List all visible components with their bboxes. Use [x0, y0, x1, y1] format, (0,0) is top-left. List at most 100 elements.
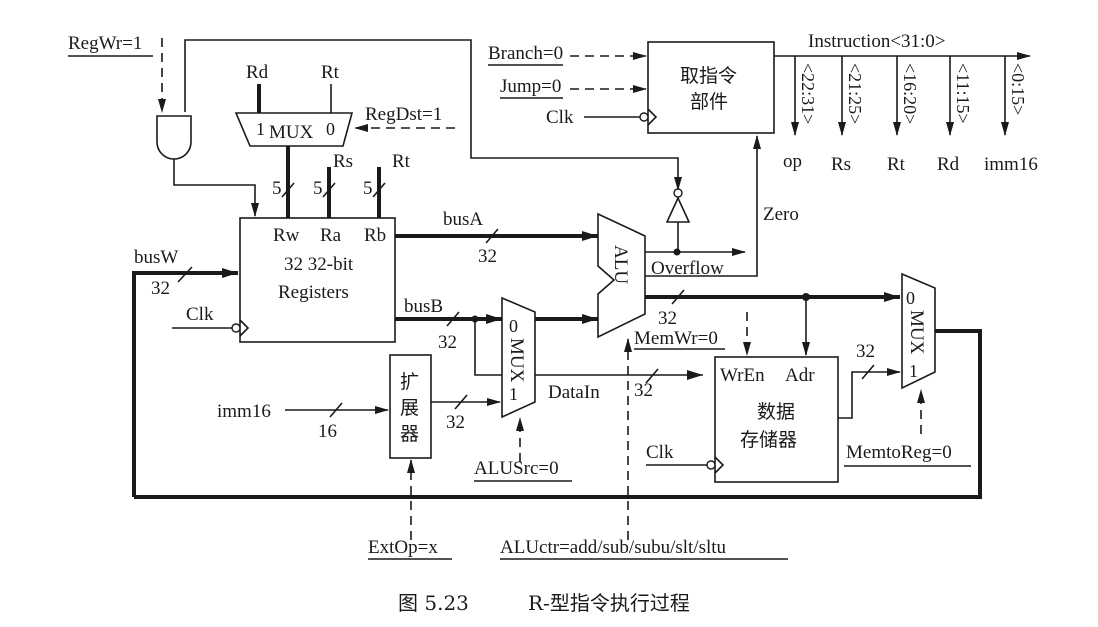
register-file: Rw Ra Rb 32 32-bit Registers — [231, 217, 396, 343]
alu-result-arrow-icon — [884, 292, 900, 302]
field-rt-label: Rt — [887, 154, 906, 175]
width-marks-5: 5 5 5 — [272, 178, 386, 199]
regdst-label: RegDst=1 — [365, 104, 442, 125]
busw-width-mark — [177, 266, 193, 283]
field-rs-label: Rs — [831, 154, 851, 175]
mux-input0-label: 0 — [326, 119, 335, 139]
field-imm16-label: imm16 — [984, 154, 1038, 175]
rw-port-label: Rw — [273, 225, 300, 246]
busa-arrow-icon — [582, 231, 598, 241]
mux-input1-label: 1 — [909, 361, 918, 381]
rb-port-label: Rb — [364, 225, 386, 246]
rs-label: Rs — [333, 151, 353, 172]
rt-label: Rt — [321, 62, 340, 83]
regfile-label-1: 32 32-bit — [284, 254, 354, 275]
imm16-width-mark — [329, 402, 343, 418]
alu-result-width-mark — [671, 289, 685, 305]
dmem-out-wire — [838, 368, 901, 419]
alu-result-width-label: 32 — [658, 308, 677, 329]
field-rt-bits: <16:20> — [900, 63, 920, 124]
field-op-bits: <22:31> — [798, 63, 818, 124]
field-imm16-bits: <0:15> — [1008, 63, 1028, 115]
svg-text:展: 展 — [400, 397, 419, 419]
datain-wire — [474, 319, 703, 376]
dmem-label-2: 存储器 — [740, 429, 797, 451]
zero-label: Zero — [763, 204, 799, 225]
rt-label-2: Rt — [392, 151, 411, 172]
data-memory: WrEn Adr 数据 存储器 — [706, 356, 839, 483]
imm16-input-label: imm16 — [217, 401, 271, 422]
and-gate — [156, 115, 192, 160]
busa-label: busA — [443, 209, 483, 230]
overflow-label: Overflow — [651, 258, 724, 279]
busb-label: busB — [404, 296, 443, 317]
zero-wire — [645, 135, 761, 277]
figure-title: R-型指令执行过程 — [528, 591, 690, 615]
busw-label: busW — [134, 247, 178, 268]
instruction-fields: <22:31> <21:25> <16:20> <11:15> <0:15> o… — [783, 56, 1038, 175]
wren-port-label: WrEn — [720, 365, 765, 386]
clock-invert-bubble-icon — [231, 323, 241, 333]
alusrc-mux: 0 MUX 1 — [501, 296, 536, 419]
field-rd-label: Rd — [937, 154, 960, 175]
busa-width-mark — [485, 228, 499, 244]
field-op-label: op — [783, 151, 802, 172]
svg-text:5: 5 — [272, 178, 282, 199]
extender: 扩 展 器 — [389, 354, 432, 459]
dmem-label-1: 数据 — [757, 401, 795, 423]
ext-width-label: 32 — [446, 412, 465, 433]
and-to-rw-enable-wire — [173, 159, 259, 217]
fetch-clk-label: Clk — [546, 107, 574, 128]
not-gate — [665, 188, 691, 252]
alusrc-label: ALUSrc=0 — [474, 458, 559, 479]
ra-port-label: Ra — [320, 225, 342, 246]
mux-label: MUX — [506, 338, 527, 383]
regwr-signal: RegWr=1 — [68, 33, 166, 113]
busw-wire — [132, 271, 238, 497]
writeback-wire — [134, 329, 982, 499]
rd-label: Rd — [246, 62, 269, 83]
clock-edge-icon — [714, 456, 725, 474]
mux-input1-label: 1 — [509, 384, 518, 404]
regdst-mux: 1 MUX 0 — [234, 112, 354, 147]
datain-arrow-icon — [687, 370, 703, 380]
busa-width-label: 32 — [478, 246, 497, 267]
svg-text:5: 5 — [363, 178, 373, 199]
datain-width-label: 32 — [634, 380, 653, 401]
regfile-clk-label: Clk — [186, 304, 214, 325]
dmem-out-width-mark — [861, 364, 875, 380]
jump-label: Jump=0 — [500, 76, 561, 97]
fetch-label-2: 部件 — [690, 91, 728, 113]
busb-width-mark — [446, 311, 460, 327]
instruction-bus-label: Instruction<31:0> — [808, 31, 946, 52]
branch-label: Branch=0 — [488, 43, 563, 64]
overflow-feedback-wire — [184, 39, 682, 191]
clock-invert-bubble-icon — [639, 112, 649, 122]
figure-number: 图 5.23 — [398, 591, 469, 615]
adr-port-label: Adr — [785, 365, 815, 386]
regfile-label-2: Registers — [278, 282, 349, 303]
invert-bubble-icon — [673, 188, 683, 198]
field-rs-bits: <21:25> — [845, 63, 865, 124]
overflow-junction-dot — [673, 248, 681, 256]
datain-width-mark — [645, 368, 659, 384]
svg-text:器: 器 — [400, 423, 419, 445]
mux-input0-label: 0 — [906, 288, 915, 308]
mux-input0-label: 0 — [509, 316, 518, 336]
alu: ALU — [597, 212, 646, 339]
dmem-out-width-label: 32 — [856, 341, 875, 362]
busb-arrow-icon — [486, 314, 502, 324]
imm16-width-label: 16 — [318, 421, 337, 442]
extop-label: ExtOp=x — [368, 537, 438, 558]
mux-input1-label: 1 — [256, 119, 265, 139]
regwr-label: RegWr=1 — [68, 33, 142, 54]
clock-invert-bubble-icon — [706, 460, 716, 470]
busw-width-label: 32 — [151, 278, 170, 299]
mux-label: MUX — [269, 122, 314, 143]
datain-label: DataIn — [548, 382, 600, 403]
mux-to-alu-arrow-icon — [582, 314, 598, 324]
fetch-label-1: 取指令 — [680, 65, 737, 87]
aluctr-label: ALUctr=add/sub/subu/slt/sltu — [500, 537, 727, 558]
busb-width-label: 32 — [438, 332, 457, 353]
